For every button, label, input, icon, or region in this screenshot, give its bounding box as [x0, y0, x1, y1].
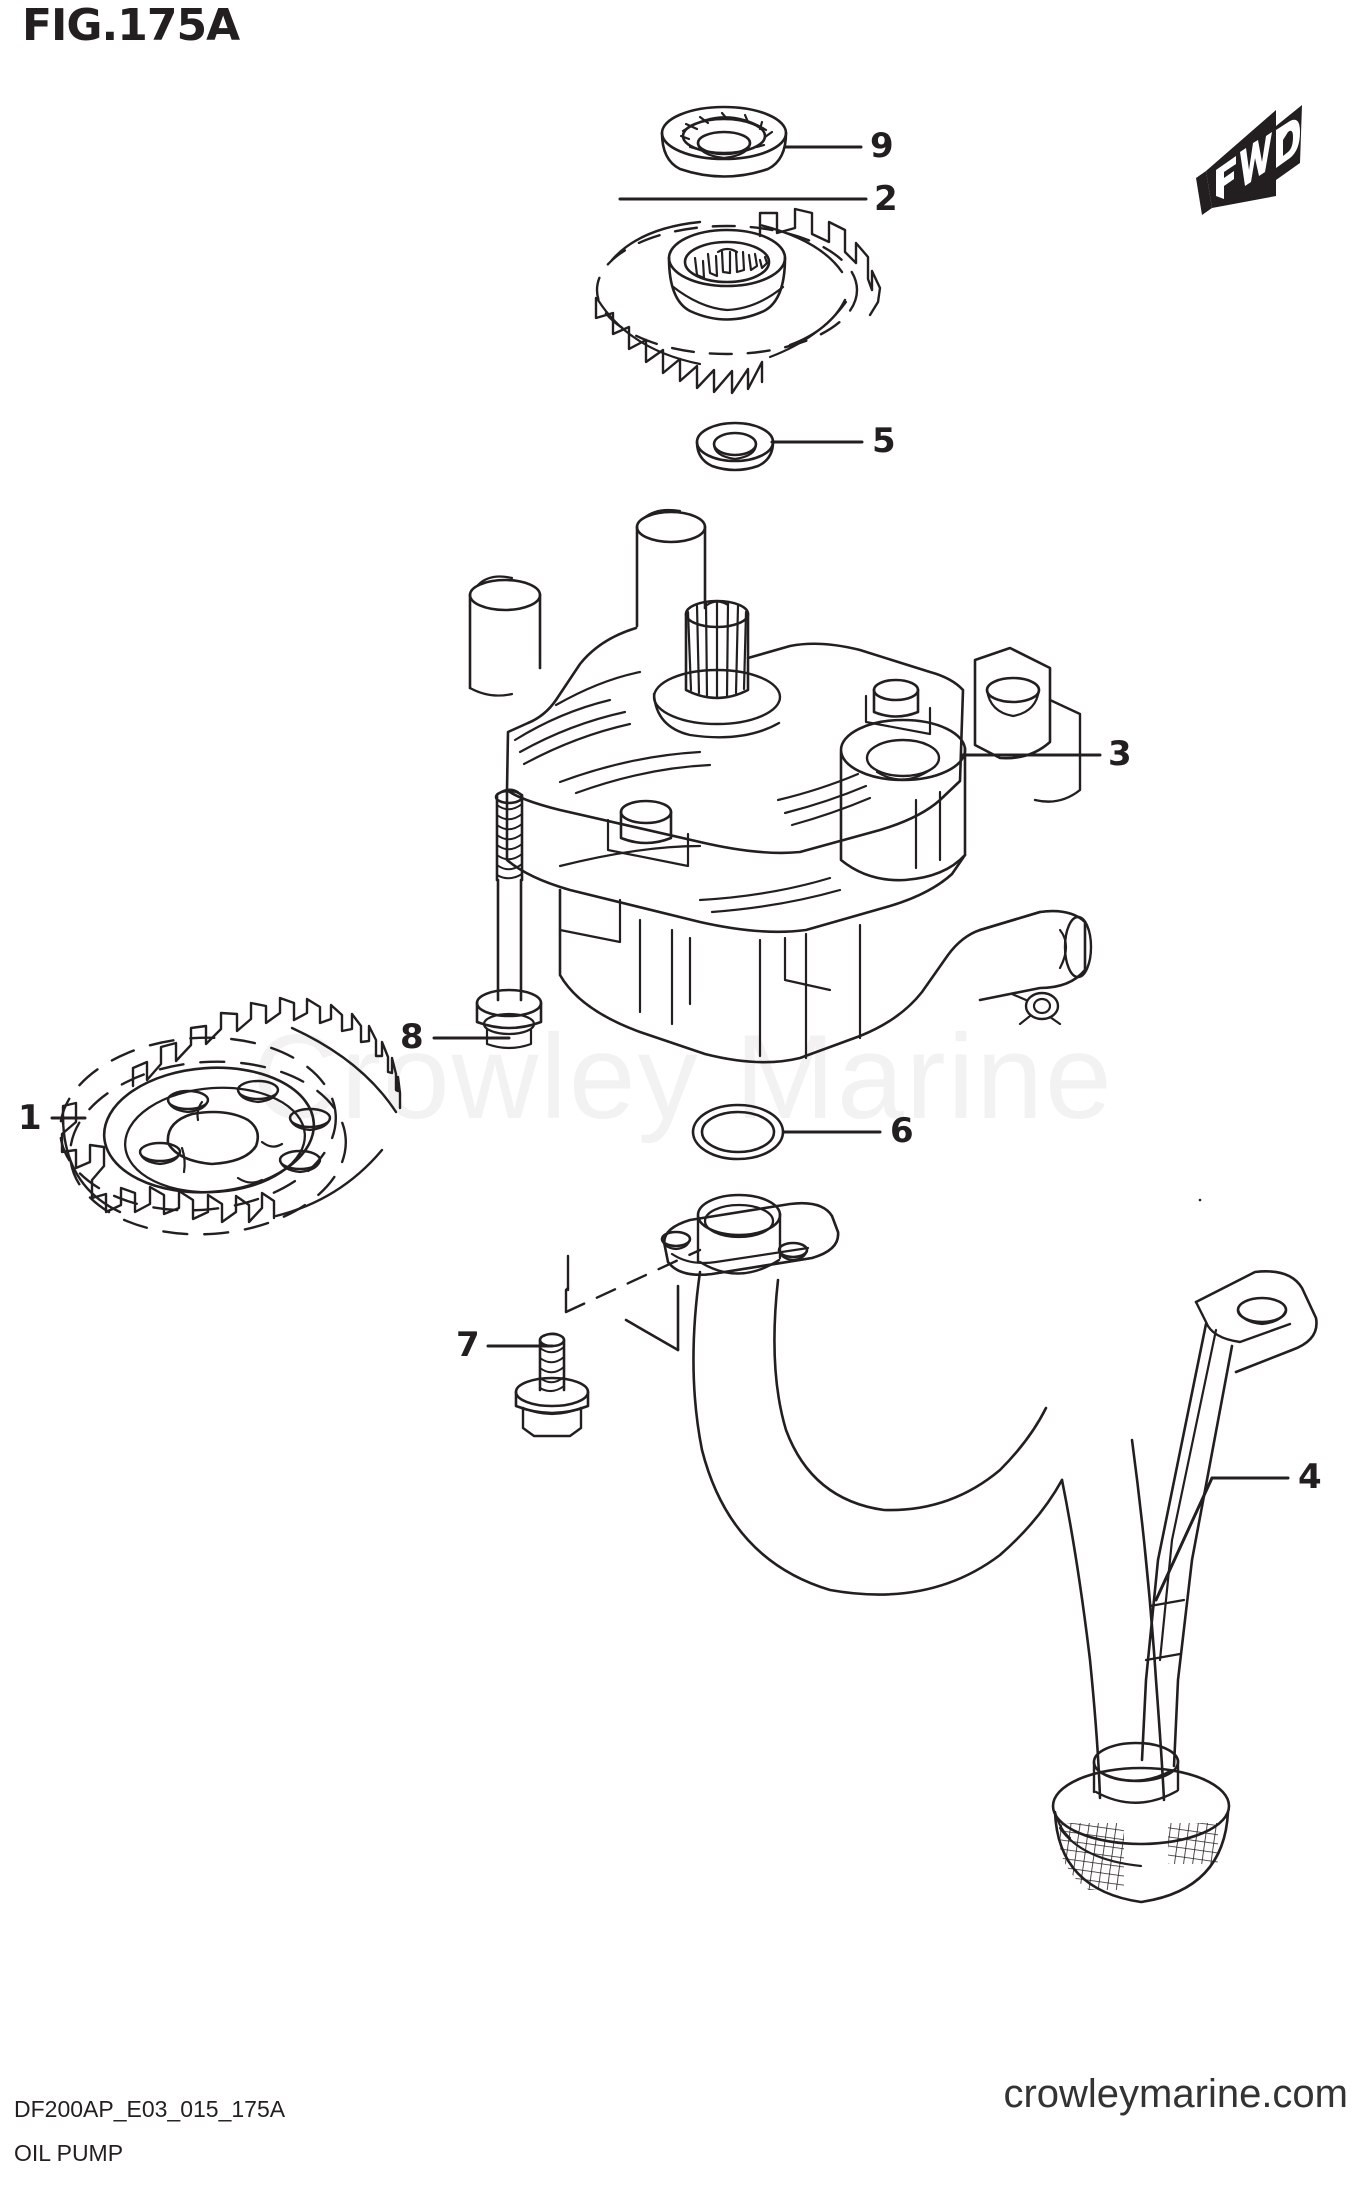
- part-7-flange-bolt-short: [514, 1332, 590, 1438]
- leader-line-4-tail: [1154, 1476, 1214, 1602]
- fwd-arrow-badge: [1196, 105, 1302, 1202]
- callout-2: 2: [874, 179, 898, 219]
- callout-5: 5: [872, 421, 896, 461]
- callout-4: 4: [1298, 1457, 1322, 1497]
- install-path-7: [564, 1248, 702, 1314]
- callout-3: 3: [1108, 734, 1132, 774]
- part-2-drive-rotor-gear: [594, 207, 882, 395]
- part-4-oil-strainer-pipe: [660, 1193, 1318, 1904]
- callout-6: 6: [890, 1111, 914, 1151]
- part-5-washer-spacer: [695, 421, 775, 472]
- callout-8: 8: [400, 1017, 424, 1057]
- figure-code-caption: DF200AP_E03_015_175A: [14, 2096, 286, 2122]
- callout-1: 1: [18, 1098, 42, 1138]
- part-8-flange-bolt-long: [475, 788, 543, 1050]
- figure-name-caption: OIL PUMP: [14, 2140, 124, 2166]
- callout-9: 9: [870, 126, 894, 166]
- part-6-o-ring: [691, 1103, 785, 1161]
- callout-7: 7: [456, 1325, 480, 1365]
- part-9-ball-bearing: [660, 105, 788, 178]
- footer-website-url: crowleymarine.com: [1003, 2072, 1348, 2116]
- figure-title: FIG.175A: [22, 0, 240, 51]
- part-1-driven-gear: [59, 996, 402, 1236]
- part-3-oil-pump-body: [468, 508, 1093, 1064]
- leader-line-4-flange2: [624, 1318, 680, 1352]
